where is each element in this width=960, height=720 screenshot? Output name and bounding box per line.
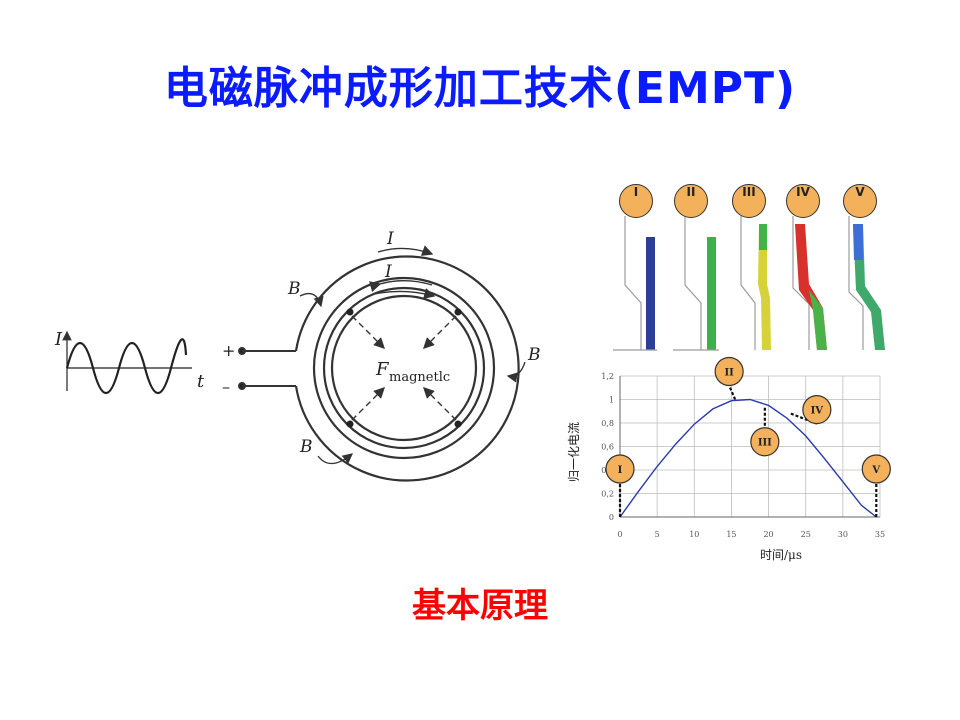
- current-waveform: [62, 330, 192, 394]
- stage-label-1: I: [619, 184, 653, 218]
- field-label-2: B: [527, 345, 541, 365]
- field-arrows: [299, 292, 526, 465]
- force-subscript: magnetlc: [389, 370, 450, 385]
- y-tick-label: 0,6: [601, 443, 614, 452]
- stage-marker-label: V: [871, 465, 880, 476]
- stage-marker-label: II: [724, 368, 734, 379]
- x-tick-label: 5: [655, 530, 660, 539]
- stage-label-3: III: [732, 184, 766, 218]
- workpiece-points: [346, 308, 462, 428]
- current-curve: [619, 398, 877, 518]
- x-tick-label: 20: [763, 530, 773, 539]
- y-tick-label: 0,8: [601, 419, 614, 428]
- stage-2: [673, 216, 719, 351]
- force-label: F: [375, 359, 390, 380]
- force-arrows: [351, 315, 457, 421]
- chart-grid: [619, 375, 881, 518]
- x-tick-label: 25: [801, 530, 811, 539]
- x-tick-label: 35: [875, 530, 885, 539]
- field-label-1: B: [287, 279, 301, 299]
- x-axis-title: 时间/μs: [760, 548, 802, 562]
- x-tick-label: 30: [838, 530, 848, 539]
- field-label-3: B: [299, 437, 313, 457]
- stage-label-4: IV: [786, 184, 820, 218]
- stage-marker: [605, 454, 635, 484]
- y-tick-label: 0,2: [601, 490, 614, 499]
- stage-5: [848, 216, 885, 350]
- y-tick-label: 1,2: [601, 372, 614, 381]
- stage-marker-label: IV: [811, 406, 824, 417]
- y-tick-label: 0: [609, 513, 614, 522]
- stage-label-2: II: [674, 184, 708, 218]
- stage-4: [792, 216, 827, 350]
- current-label-inner: I: [384, 262, 392, 282]
- current-direction-arrows: [369, 245, 436, 299]
- stage-marker: [750, 427, 780, 457]
- time-axis-label: t: [197, 371, 205, 392]
- y-tick-label: 1: [609, 396, 614, 405]
- slide-title: 电磁脉冲成形加工技术(EMPT): [163, 63, 797, 114]
- stage-marker: [861, 454, 891, 484]
- coil: [294, 255, 520, 482]
- stage-1: [613, 216, 657, 351]
- stage-marker: [714, 356, 744, 387]
- x-tick-label: 10: [689, 530, 699, 539]
- deformation-stages: [613, 216, 885, 351]
- stage-3: [740, 216, 771, 350]
- coil-leads: [238, 347, 296, 390]
- marker-leader: [728, 385, 737, 400]
- x-tick-label: 0: [617, 530, 622, 539]
- stage-marker-label: I: [618, 465, 623, 476]
- current-label-outer: I: [386, 229, 394, 249]
- minus-terminal: –: [222, 377, 230, 396]
- plus-terminal: +: [222, 341, 235, 360]
- y-axis-title: 归一化电流: [567, 422, 581, 482]
- stage-label-5: V: [843, 184, 877, 218]
- stage-marker-label: III: [758, 438, 772, 449]
- current-axis-label: I: [54, 329, 63, 350]
- caption: 基本原理: [412, 586, 548, 626]
- stage-marker: [802, 394, 832, 425]
- x-tick-label: 15: [726, 530, 736, 539]
